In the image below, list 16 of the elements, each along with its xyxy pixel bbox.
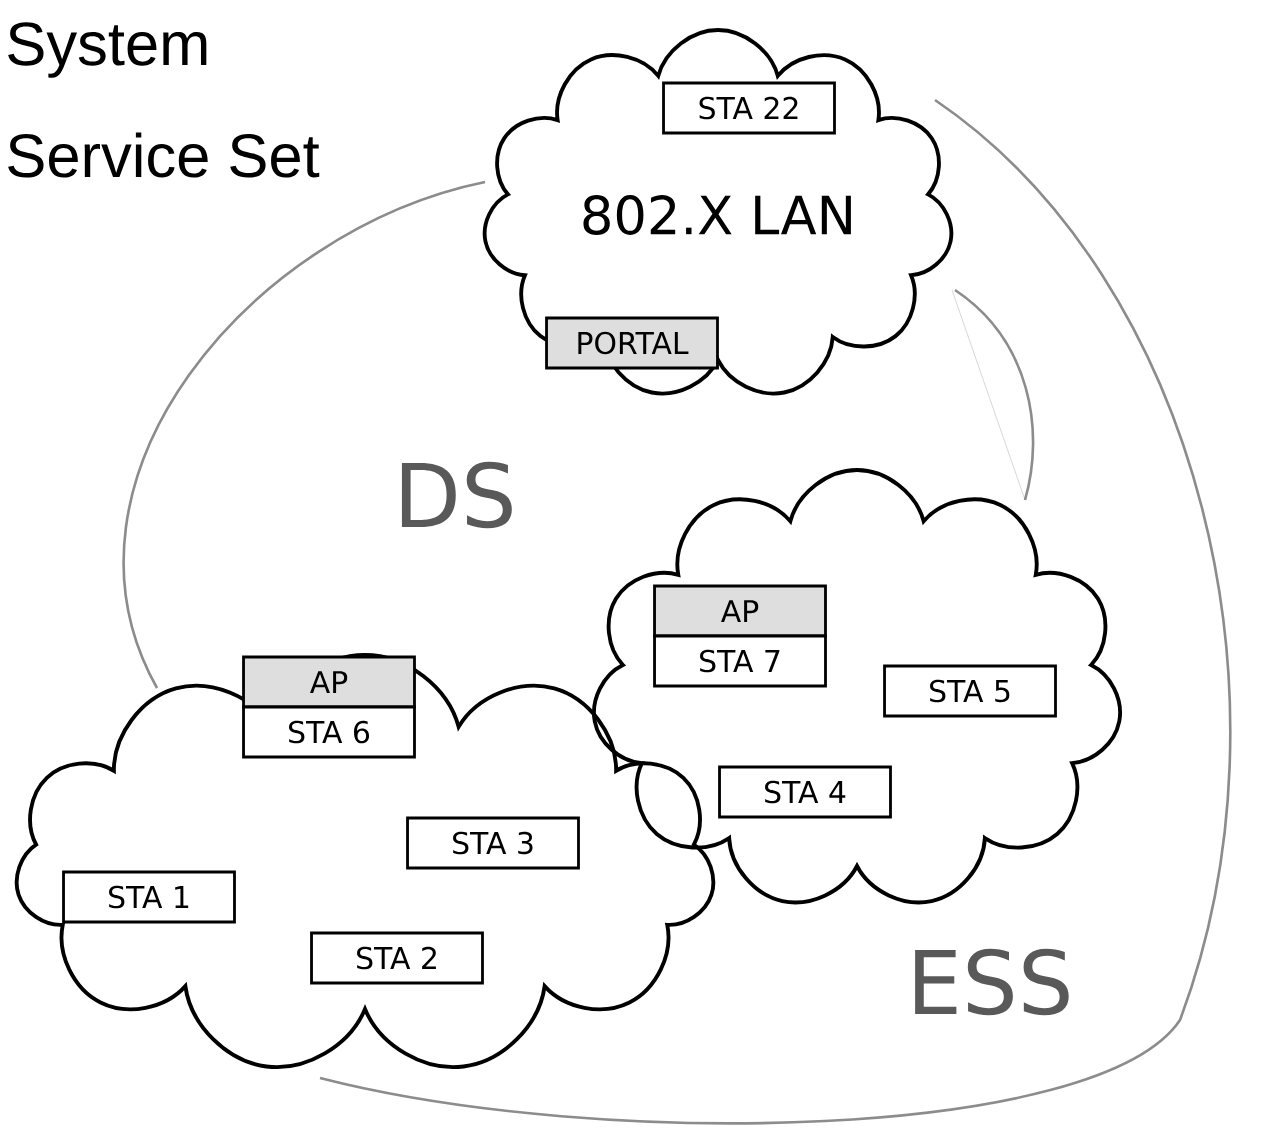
device-box: AP [653,584,827,638]
station-box: STA 7 [653,634,827,688]
station-box: STA 22 [662,81,836,135]
station-box: STA 5 [883,664,1057,718]
station-box: STA 1 [62,870,236,924]
label-text: ESS [915,948,1069,1016]
label-text: DS [401,461,512,529]
cloud-shape [592,468,1122,905]
label-text: Service Set [8,132,320,178]
station-box: STA 3 [406,816,580,870]
label-text: System [8,22,207,78]
station-box: STA 4 [718,765,892,819]
station-box: STA 6 [242,705,416,759]
station-box: STA 2 [310,931,484,985]
device-box: AP [242,655,416,709]
device-box: PORTAL [545,316,719,370]
